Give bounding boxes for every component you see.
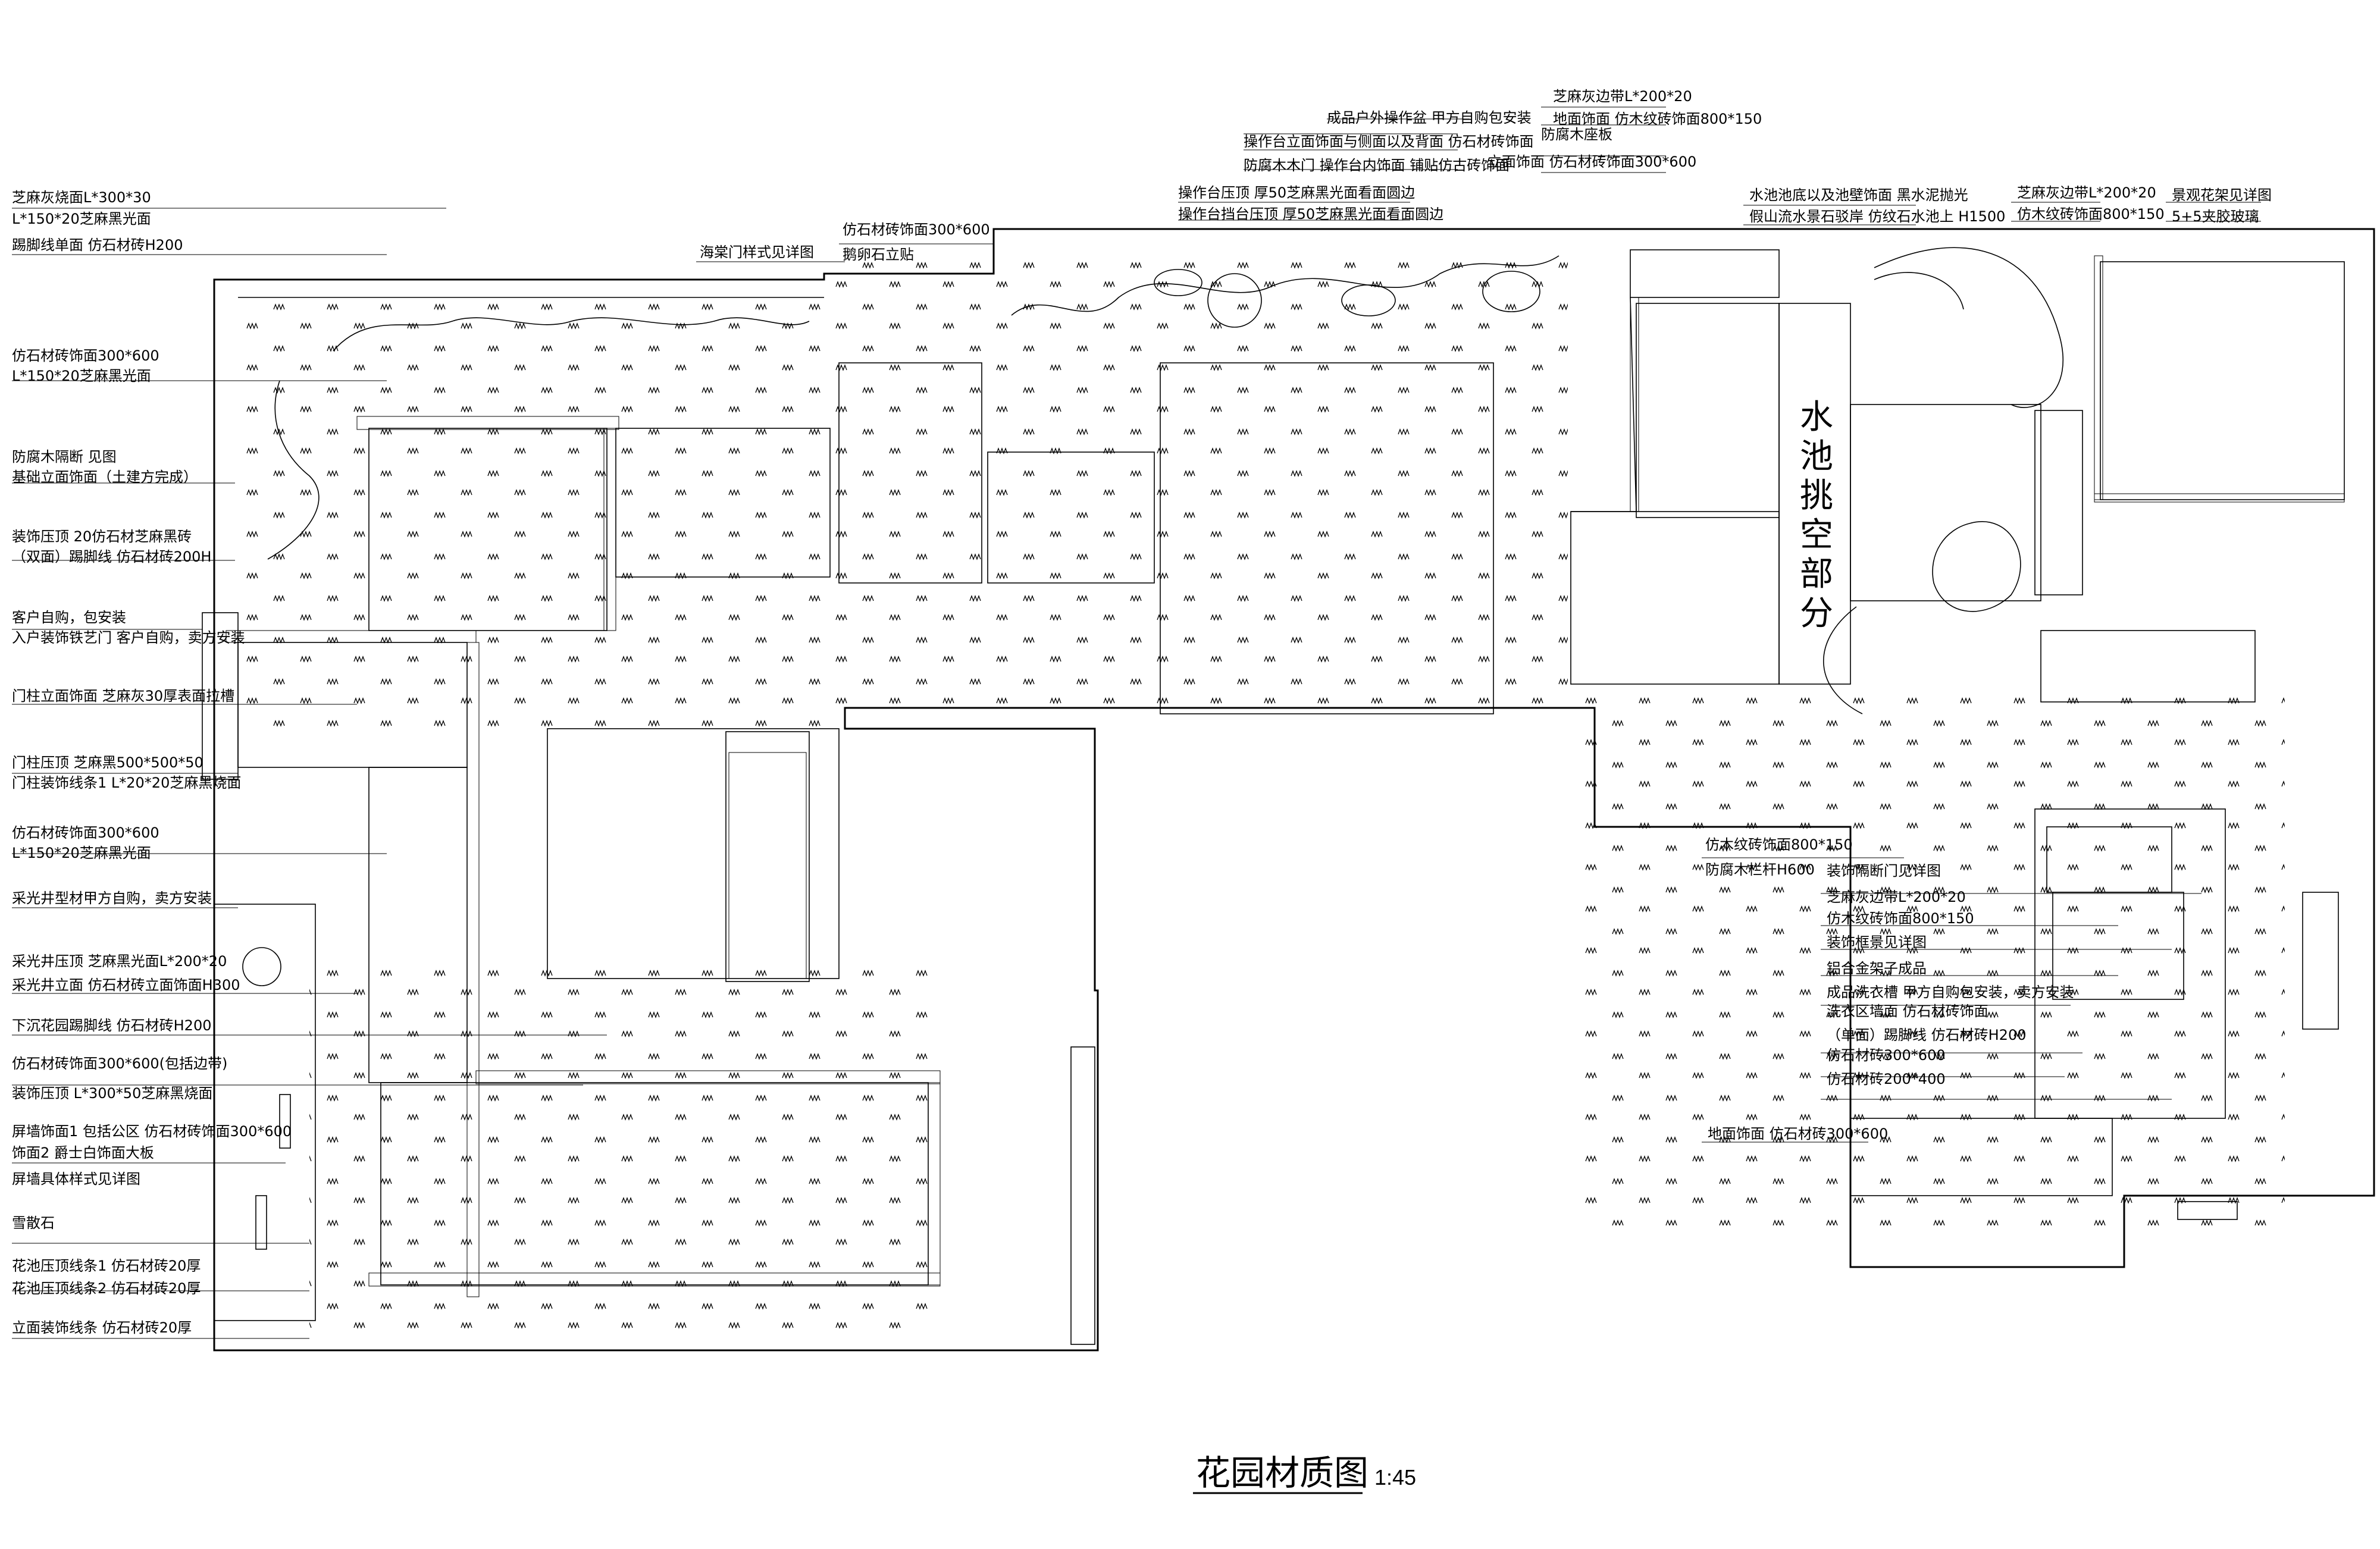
label-right-6: 装饰框景见详图 bbox=[1827, 934, 1927, 951]
label-left-20: 下沉花园踢脚线 仿石材砖H200 bbox=[12, 1017, 211, 1034]
label-left-26: 雪散石 bbox=[12, 1215, 55, 1231]
pool-and-deck bbox=[1570, 247, 2345, 1220]
label-right-1: 仿木纹砖饰面800*150 bbox=[1705, 836, 1853, 853]
labels-top: 海棠门样式见详图 仿石材砖饰面300*600 鹅卵石立贴 操作台压顶 厚50芝麻… bbox=[700, 88, 2272, 263]
label-left-9: （双面）踢脚线 仿石材砖200H bbox=[12, 548, 211, 565]
label-left-25: 屏墙具体样式见详图 bbox=[12, 1171, 140, 1187]
pool-label-char-6: 分 bbox=[1800, 594, 1833, 633]
label-top-6: 防腐木木门 操作台内饰面 铺贴仿古砖饰面 bbox=[1244, 157, 1510, 174]
label-left-12: 门柱立面饰面 芝麻灰30厚表面拉槽 bbox=[12, 688, 234, 704]
label-left-29: 立面装饰线条 仿石材砖20厚 bbox=[12, 1319, 192, 1336]
label-top-7: 操作台立面饰面与侧面以及背面 仿石材砖饰面 bbox=[1244, 133, 1534, 150]
label-left-3: 踢脚线单面 仿石材砖H200 bbox=[12, 237, 183, 253]
pool-label-char-4: 空 bbox=[1800, 516, 1833, 554]
label-left-7: 基础立面饰面（土建方完成） bbox=[12, 469, 198, 485]
label-right-3: 装饰隔断门见详图 bbox=[1827, 863, 1941, 879]
label-left-15: 仿石材砖饰面300*600 bbox=[12, 824, 159, 841]
labels-right: 仿木纹砖饰面800*150 防腐木栏杆H600 装饰隔断门见详图 芝麻灰边带L*… bbox=[1705, 836, 2074, 1142]
drawing-scale: 1:45 bbox=[1374, 1465, 1416, 1490]
label-right-12: 仿石材砖200*400 bbox=[1827, 1071, 1946, 1087]
label-left-10: 客户自购，包安装 bbox=[12, 609, 126, 626]
label-top-18: 5+5夹胶玻璃 bbox=[2172, 208, 2259, 225]
label-top-4: 操作台压顶 厚50芝麻黑光面看面圆边 bbox=[1178, 184, 1415, 201]
label-top-2: 仿石材砖饰面300*600 bbox=[843, 221, 990, 238]
label-top-13: 水池池底以及池壁饰面 黑水泥抛光 bbox=[1749, 187, 1968, 203]
label-left-4: 仿石材砖饰面300*600 bbox=[12, 347, 159, 364]
leader-lines-top-right bbox=[696, 106, 2261, 1143]
pool-label-char-2: 池 bbox=[1800, 437, 1833, 476]
label-left-21: 仿石材砖饰面300*600(包括边带) bbox=[12, 1055, 227, 1072]
label-top-8: 成品户外操作盆 甲方自购包安装 bbox=[1327, 109, 1532, 126]
label-left-1: 芝麻灰烧面L*300*30 bbox=[12, 189, 151, 206]
label-top-16: 仿木纹砖饰面800*150 bbox=[2017, 206, 2165, 222]
label-right-13: 地面饰面 仿石材砖300*600 bbox=[1708, 1125, 1888, 1142]
drawing-title-block: 花园材质图 1:45 bbox=[1193, 1453, 1416, 1494]
labels-left: 芝麻灰烧面L*300*30 L*150*20芝麻黑光面 踢脚线单面 仿石材砖H2… bbox=[12, 189, 292, 1336]
label-top-3: 鹅卵石立贴 bbox=[843, 246, 914, 263]
pool-label-char-1: 水 bbox=[1800, 398, 1833, 437]
label-right-9: 洗衣区墙面 仿石材砖饰面 bbox=[1827, 1003, 1988, 1020]
label-top-1: 海棠门样式见详图 bbox=[700, 244, 814, 261]
label-left-18: 采光井压顶 芝麻黑光面L*200*20 bbox=[12, 953, 227, 970]
label-left-28: 花池压顶线条2 仿石材砖20厚 bbox=[12, 1280, 201, 1297]
label-right-2: 防腐木栏杆H600 bbox=[1705, 861, 1815, 878]
center-court-paving bbox=[547, 362, 1494, 982]
label-left-17: 采光井型材甲方自购，卖方安装 bbox=[12, 890, 212, 907]
drawing-title: 花园材质图 bbox=[1196, 1453, 1368, 1493]
pool-label-char-3: 挑 bbox=[1800, 476, 1833, 515]
label-left-2: L*150*20芝麻黑光面 bbox=[12, 211, 151, 227]
label-left-19: 采光井立面 仿石材砖立面饰面H300 bbox=[12, 977, 240, 993]
label-left-24: 饰面2 爵士白饰面大板 bbox=[12, 1144, 154, 1161]
label-left-27: 花池压顶线条1 仿石材砖20厚 bbox=[12, 1258, 201, 1274]
gate-and-lightwell bbox=[202, 612, 1095, 1345]
label-right-5: 仿木纹砖饰面800*150 bbox=[1827, 910, 1974, 927]
left-court-paving bbox=[226, 416, 941, 1297]
label-right-10: （单面）踢脚线 仿石材砖H200 bbox=[1827, 1027, 2026, 1043]
label-left-14: 门柱装饰线条1 L*20*20芝麻黑烧面 bbox=[12, 774, 241, 791]
label-left-16: L*150*20芝麻黑光面 bbox=[12, 845, 151, 861]
label-right-4: 芝麻灰边带L*200*20 bbox=[1827, 889, 1966, 905]
site-boundary bbox=[213, 228, 2375, 1352]
label-right-7: 铝合金架子成品 bbox=[1827, 960, 1927, 977]
label-left-8: 装饰压顶 20仿石材芝麻黑砖 bbox=[12, 528, 192, 545]
label-top-9: 防腐木座板 bbox=[1541, 126, 1612, 143]
leader-lines-left bbox=[12, 208, 607, 1339]
label-left-5: L*150*20芝麻黑光面 bbox=[12, 368, 151, 384]
rockery-edges bbox=[267, 255, 1559, 560]
label-top-10: 立面饰面 仿石材砖饰面300*600 bbox=[1488, 153, 1696, 170]
label-top-15: 芝麻灰边带L*200*20 bbox=[2017, 184, 2156, 201]
lawn-areas bbox=[235, 250, 2285, 1338]
pool-label: 水 池 挑 空 部 分 bbox=[1800, 398, 1833, 633]
label-top-17: 景观花架见详图 bbox=[2172, 187, 2272, 203]
label-top-11: 地面饰面 仿木纹砖饰面800*150 bbox=[1553, 111, 1762, 127]
label-left-22: 装饰压顶 L*300*50芝麻黑烧面 bbox=[12, 1085, 212, 1102]
label-left-11: 入户装饰铁艺门 客户自购，卖方安装 bbox=[12, 629, 245, 646]
label-top-5: 操作台挡台压顶 厚50芝麻黑光面看面圆边 bbox=[1178, 206, 1443, 222]
label-left-13: 门柱压顶 芝麻黑500*500*50 bbox=[12, 754, 203, 771]
label-right-8: 成品洗衣槽 甲方自购包安装，卖方安装 bbox=[1827, 984, 2074, 1001]
label-top-12: 芝麻灰边带L*200*20 bbox=[1553, 88, 1692, 105]
label-left-6: 防腐木隔断 见图 bbox=[12, 449, 117, 465]
label-right-11: 仿石材砖300*600 bbox=[1827, 1047, 1946, 1064]
label-top-14: 假山流水景石驳岸 仿纹石水池上 H1500 bbox=[1749, 208, 2005, 225]
pool-label-char-5: 部 bbox=[1800, 555, 1833, 594]
label-left-23: 屏墙饰面1 包括公区 仿石材砖饰面300*600 bbox=[12, 1123, 292, 1140]
